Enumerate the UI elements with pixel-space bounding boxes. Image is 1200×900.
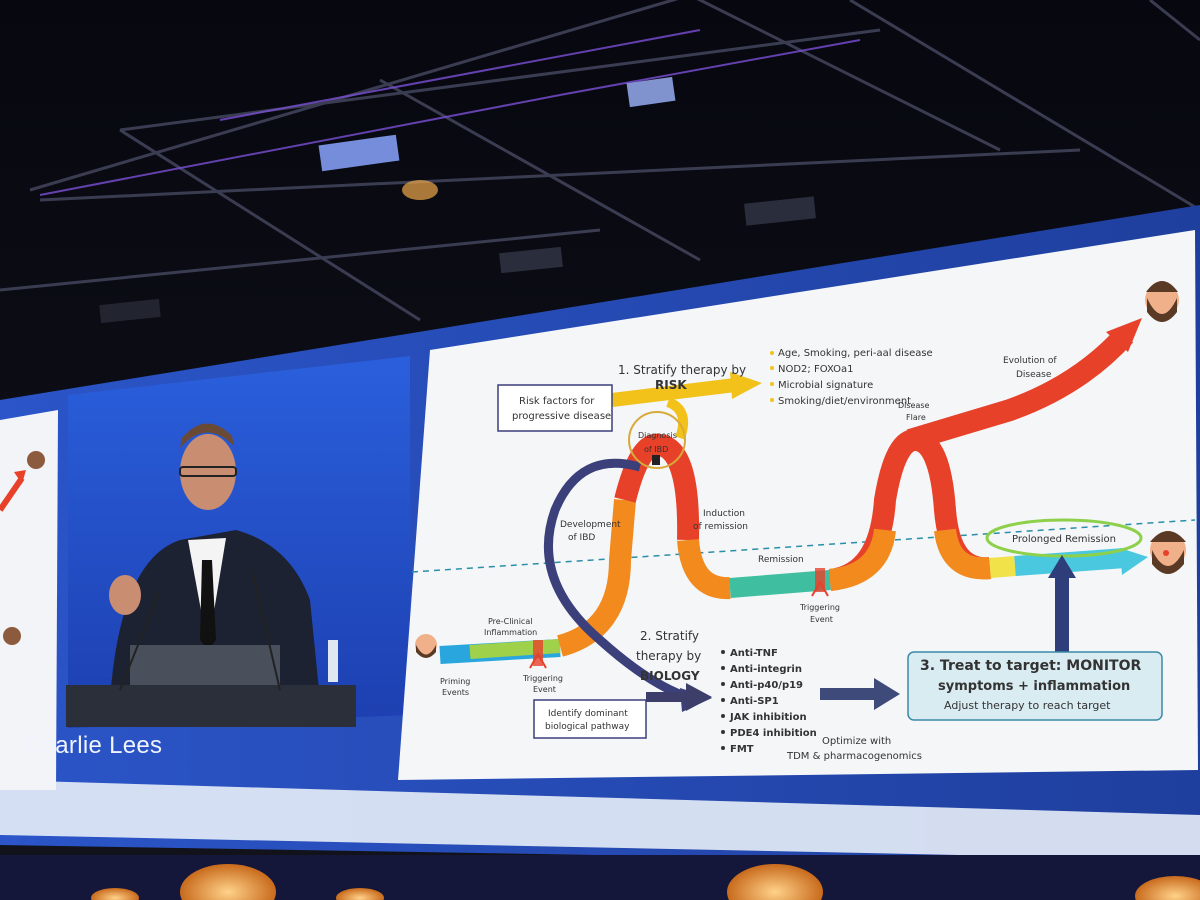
therapy-list-item: Anti-p40/p19 <box>730 680 803 691</box>
induction-label: Induction <box>703 509 745 519</box>
pathway-box <box>533 699 647 739</box>
triggering-event-marker <box>529 640 547 669</box>
patient-face-icon <box>1145 281 1179 322</box>
stratify-biology-label: therapy by <box>636 649 701 663</box>
monitor-up-arrowhead <box>1048 555 1076 578</box>
triggering-event-label: Triggering <box>799 603 840 612</box>
flare-label: Flare <box>906 413 926 422</box>
risk-list-item: NOD2; FOXOa1 <box>778 364 854 375</box>
evolution-label: Disease <box>1016 370 1052 380</box>
therapy-list-item: Anti-SP1 <box>730 696 779 707</box>
flare-label: Disease <box>898 401 930 410</box>
risk-hook <box>665 397 688 440</box>
risk-list-item: Smoking/diet/environment <box>778 396 911 407</box>
treat-box-title: 3. Treat to target: MONITOR <box>920 658 1141 674</box>
risk-arrow <box>611 378 736 407</box>
stratify-risk-label: 1. Stratify therapy by <box>618 363 746 377</box>
induction-label: of remission <box>693 522 748 532</box>
stratify-biology-label: 2. Stratify <box>640 629 699 643</box>
therapy-list-item: PDE4 inhibition <box>730 728 817 739</box>
treat-to-target-box <box>907 651 1163 721</box>
risk-list: Age, Smoking, peri-aal disease NOD2; FOX… <box>770 348 933 407</box>
risk-factors-box <box>497 384 613 432</box>
stage-lamp <box>336 888 384 900</box>
stage-floor <box>0 855 1200 900</box>
ceiling-vent <box>99 298 161 324</box>
remission-threshold-line <box>411 519 1196 573</box>
therapy-list-item: Anti-TNF <box>730 648 778 659</box>
stage-lamp <box>727 864 823 900</box>
evolution-arrowhead <box>1106 318 1142 352</box>
priming-label: Priming <box>440 677 470 686</box>
treat-box-subtitle: symptoms + inflammation <box>938 679 1130 694</box>
pre-clinical-label: Pre-Clinical <box>488 617 532 626</box>
risk-arrowhead <box>730 372 762 399</box>
water-bottle <box>328 640 338 682</box>
diagnosis-label: Diagnosis <box>638 431 677 440</box>
ceiling-spotlight <box>402 180 438 200</box>
diagnosis-label: of IBD <box>644 445 668 454</box>
optimize-label: Optimize with <box>822 736 891 747</box>
development-label: of IBD <box>568 533 595 543</box>
disease-course-path <box>439 327 1134 664</box>
stratify-biology-keyword: BIOLOGY <box>640 669 700 683</box>
priming-label: Events <box>442 688 469 697</box>
triggering-event-label: Event <box>533 685 556 694</box>
ceiling-truss <box>0 0 1200 322</box>
biology-arrow <box>646 692 688 702</box>
therapy-list-item: JAK inhibition <box>729 712 807 723</box>
remission-label: Remission <box>758 555 804 565</box>
development-label: Development <box>560 520 621 530</box>
left-slide-fragment <box>0 410 58 790</box>
triggering-event-label: Triggering <box>522 674 563 683</box>
prolonged-remission-ellipse <box>985 518 1143 558</box>
triggering-event-label: Event <box>810 615 833 624</box>
remission-arrowhead <box>1120 548 1148 575</box>
diagnosis-circle <box>628 411 686 469</box>
treat-box-note: Adjust therapy to reach target <box>944 699 1111 712</box>
ceiling-light-panel <box>626 76 676 108</box>
optimize-label: TDM & pharmacogenomics <box>786 751 922 762</box>
podium <box>66 685 356 727</box>
stage-lamp <box>91 888 139 900</box>
triggering-event-marker <box>811 568 829 597</box>
pathway-box-line2: biological pathway <box>545 722 630 732</box>
therapy-list-item: Anti-integrin <box>730 664 802 675</box>
prolonged-remission-label: Prolonged Remission <box>1012 534 1116 545</box>
monitor-up-arrow <box>1055 575 1069 653</box>
screen-bottom-strip <box>0 780 1200 860</box>
patient-face-icon <box>415 634 437 658</box>
risk-list-item: Microbial signature <box>778 380 873 391</box>
ceiling-vent <box>744 196 816 226</box>
stage-lamp <box>180 864 276 900</box>
therapy-arrow <box>820 688 876 700</box>
therapy-list: Anti-TNF Anti-integrin Anti-p40/p19 Anti… <box>721 648 817 755</box>
ceiling-vent <box>499 246 563 274</box>
risk-factors-line2: progressive disease <box>512 411 611 422</box>
risk-factors-line1: Risk factors for <box>519 396 595 407</box>
stratify-risk-keyword: RISK <box>655 378 687 392</box>
therapy-list-item: FMT <box>730 744 754 755</box>
speaker-name-caption: Charlie Lees <box>24 732 163 759</box>
pathway-box-line1: Identify dominant <box>548 709 628 719</box>
development-loop <box>544 458 692 703</box>
patient-face-icon <box>1150 531 1186 574</box>
risk-list-item: Age, Smoking, peri-aal disease <box>778 348 933 359</box>
stage-lamp <box>1135 876 1200 900</box>
pre-clinical-label: Inflammation <box>484 628 537 637</box>
ceiling-light-panel <box>318 134 400 172</box>
evolution-label: Evolution of <box>1003 356 1057 366</box>
truss-lights <box>39 29 861 196</box>
